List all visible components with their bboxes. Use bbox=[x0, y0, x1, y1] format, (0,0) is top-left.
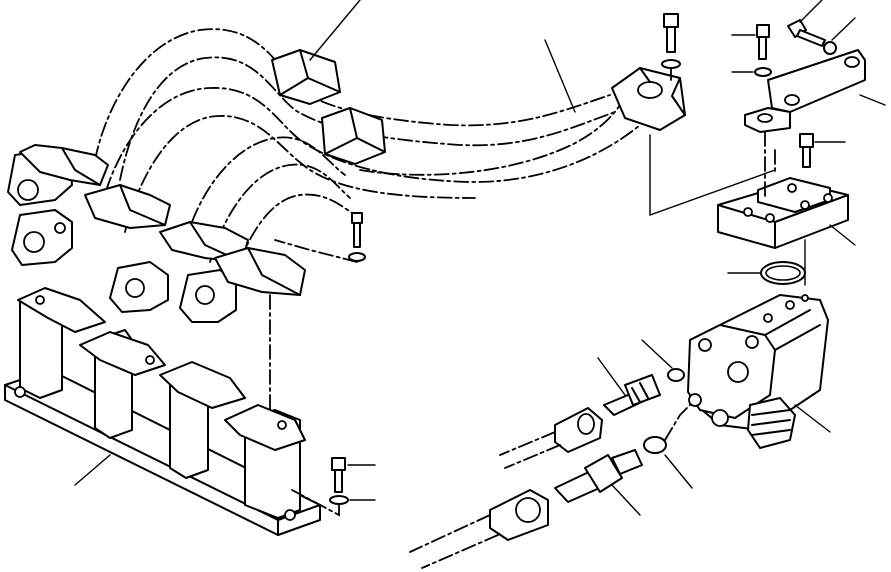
mount-block bbox=[717, 177, 849, 249]
bolt bbox=[329, 457, 349, 505]
valve-unit bbox=[687, 294, 829, 449]
alignment-line bbox=[291, 489, 340, 517]
connector-fitting bbox=[603, 374, 661, 416]
alignment-line bbox=[664, 404, 691, 441]
leader-line bbox=[831, 17, 856, 41]
leader-line bbox=[649, 134, 776, 216]
o-ring bbox=[760, 261, 806, 285]
bolt bbox=[661, 13, 681, 69]
leader-line bbox=[611, 484, 641, 516]
o-ring bbox=[643, 436, 667, 454]
bolt bbox=[348, 212, 366, 262]
mounting-bracket bbox=[744, 49, 866, 133]
leader-line bbox=[597, 357, 626, 396]
connector-fitting bbox=[554, 449, 643, 503]
leader-line bbox=[544, 39, 576, 113]
bolt bbox=[799, 133, 814, 168]
clamp-bracket-base bbox=[4, 287, 321, 536]
o-ring bbox=[667, 368, 685, 382]
leader-line bbox=[829, 224, 856, 246]
leader-line bbox=[794, 404, 831, 433]
hose-end bbox=[499, 407, 603, 469]
leader-line bbox=[859, 94, 886, 106]
leader-line bbox=[309, 0, 361, 61]
leader-line bbox=[664, 454, 693, 489]
leader-line bbox=[74, 454, 111, 486]
hose-end bbox=[409, 489, 549, 569]
bolt bbox=[754, 24, 772, 77]
leader-line bbox=[641, 339, 673, 369]
bolt bbox=[787, 19, 837, 55]
leader-line bbox=[799, 0, 823, 23]
flange-fittings bbox=[7, 144, 306, 323]
